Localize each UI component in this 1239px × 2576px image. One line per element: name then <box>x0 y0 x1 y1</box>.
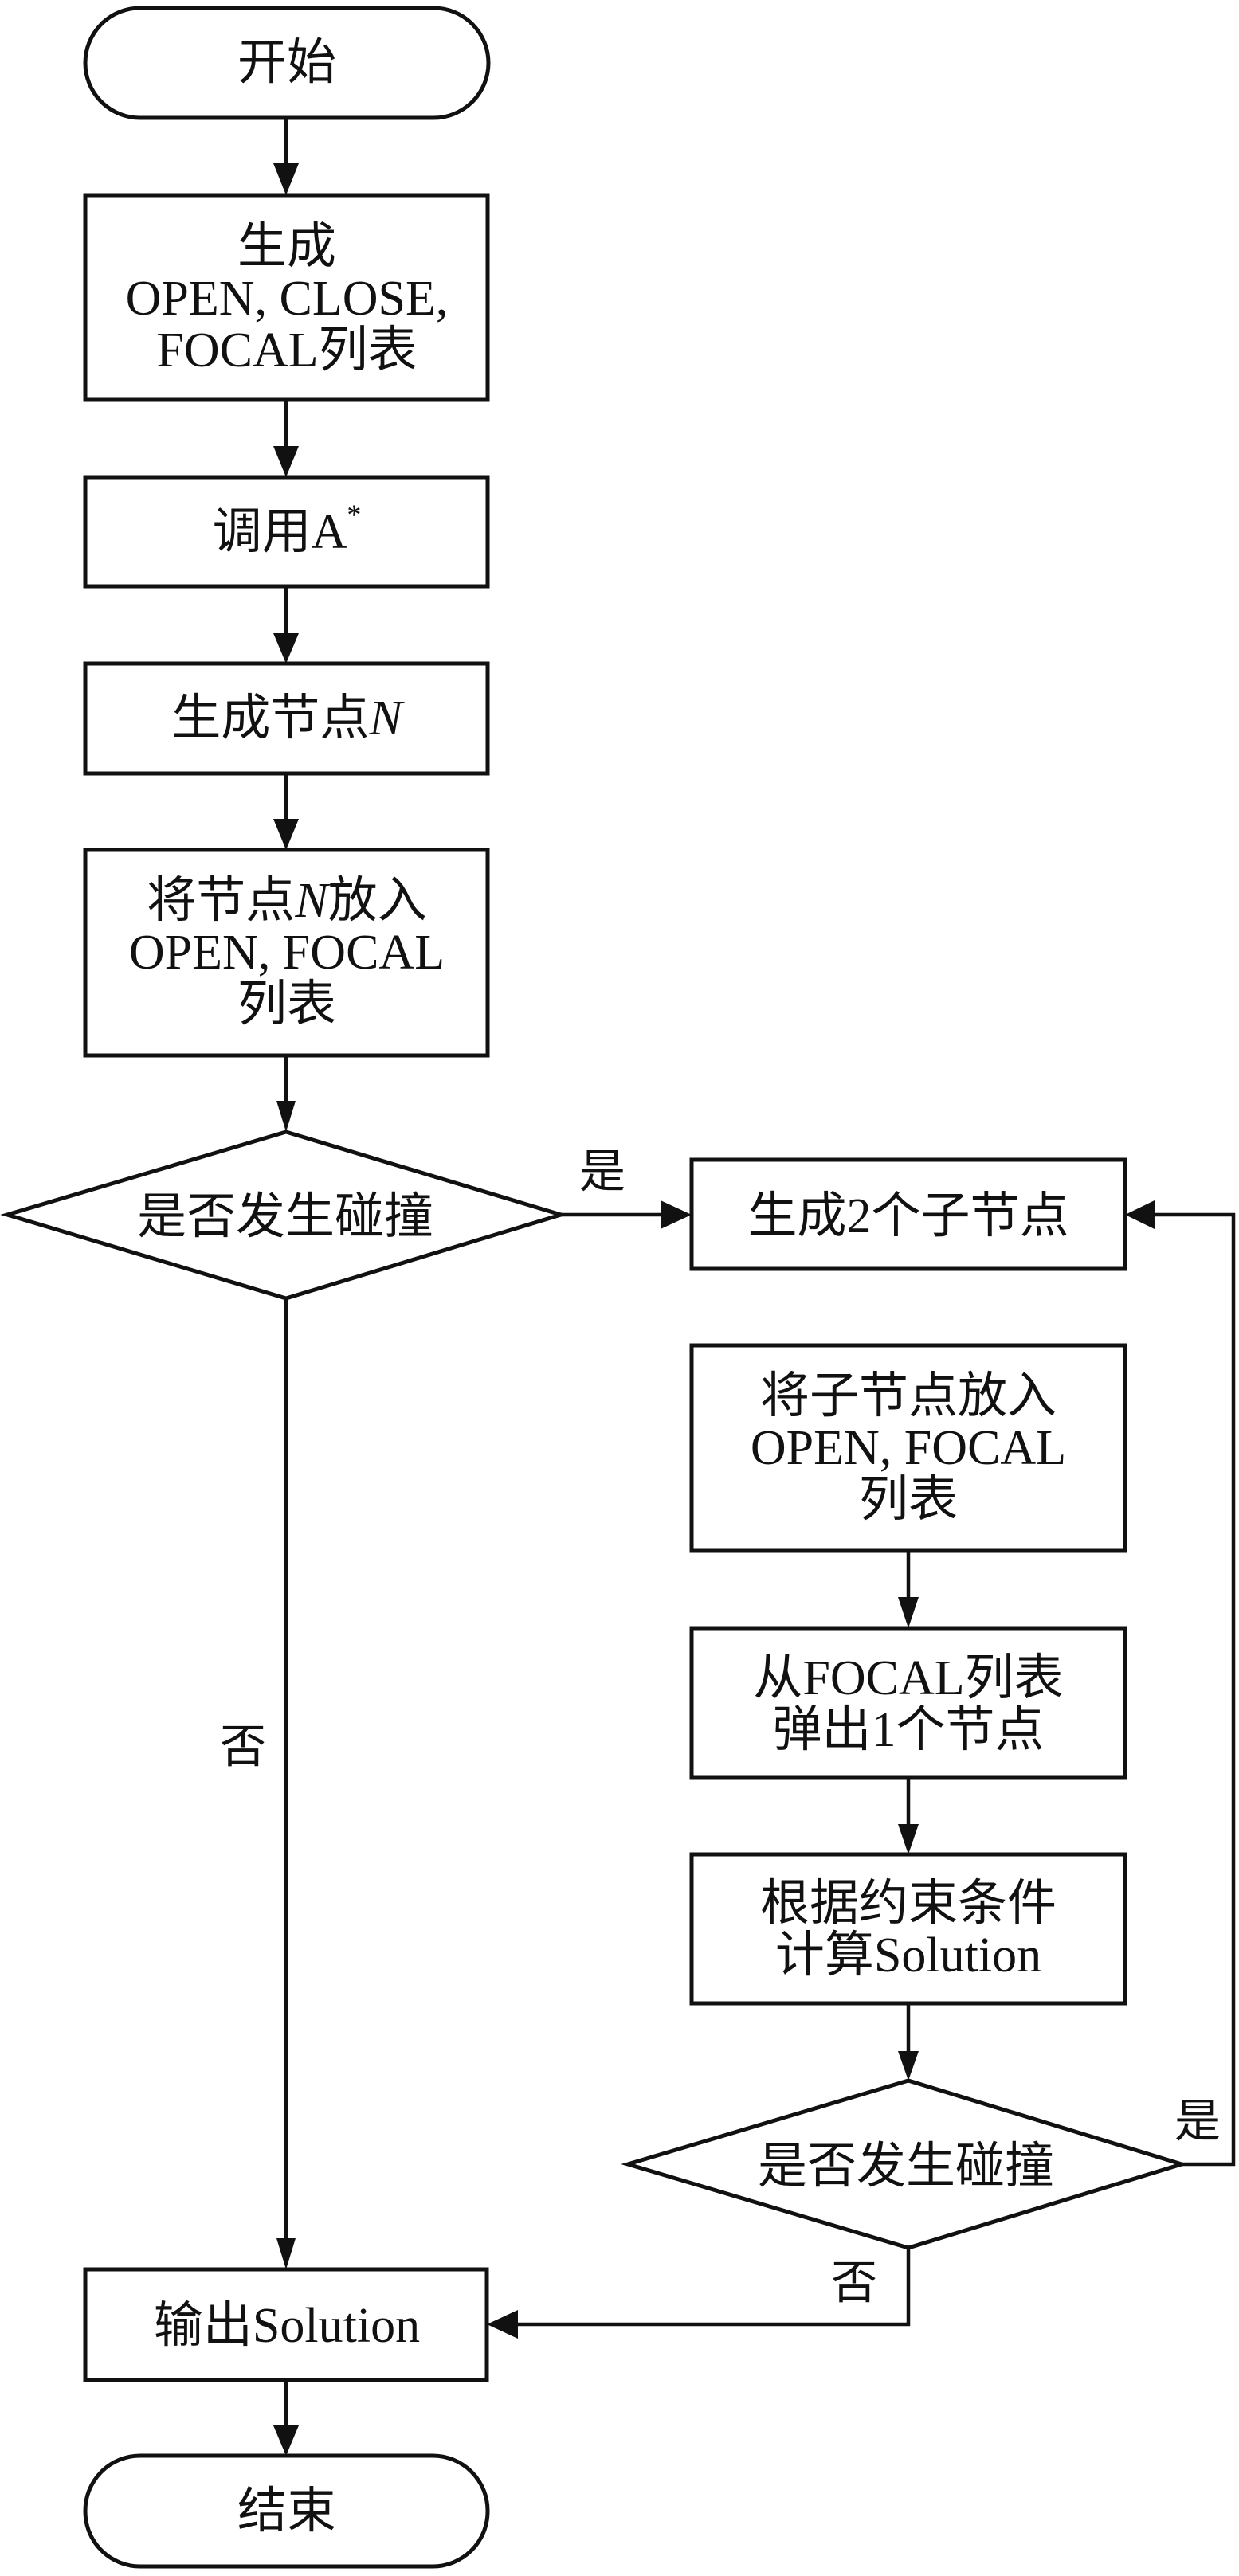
node-put-node: 将节点N放入 OPEN, FOCAL 列表 <box>83 848 490 1058</box>
arrowhead-down <box>276 2238 296 2269</box>
node-label: 生成2个子节点 <box>747 1189 1068 1243</box>
node-label: 调用A* <box>213 499 362 559</box>
arrowhead-left <box>487 2310 518 2339</box>
arrowhead-down <box>273 2425 299 2456</box>
node-label: 结束 <box>237 2484 336 2539</box>
arrowhead-left <box>1125 1200 1155 1229</box>
connectors <box>273 118 1236 2456</box>
edge-collision2-no <box>510 2248 911 2327</box>
node-label-line: 根据约束条件 <box>760 1877 1057 1931</box>
process-shape <box>83 193 490 402</box>
node-start: 开始 <box>83 6 491 120</box>
node-label-line: 将子节点放入 <box>760 1369 1057 1423</box>
node-compute-solution: 根据约束条件 计算Solution <box>689 1852 1127 2006</box>
process-shape <box>83 475 490 589</box>
node-pop-focal: 从FOCAL列表 弹出1个节点 <box>689 1626 1127 1780</box>
node-label-line: 生成 <box>237 220 336 274</box>
label-post: 放入 <box>328 874 427 928</box>
node-label: 开始 <box>237 36 336 90</box>
process-shape <box>689 1626 1127 1780</box>
arrowhead-down <box>276 1101 296 1132</box>
label-main: 调用A <box>213 505 347 559</box>
process-shape <box>689 1852 1127 2006</box>
node-label-line: OPEN, FOCAL <box>129 926 445 980</box>
edge-label-yes-2: 是 <box>1174 2096 1221 2147</box>
process-shape <box>83 661 490 776</box>
process-shape <box>689 1343 1127 1553</box>
node-call-astar: 调用A* <box>83 475 490 589</box>
edge-collision2-yes-loop <box>1147 1212 1236 2167</box>
label-variable: N <box>368 691 405 746</box>
arrowhead-down <box>273 633 299 664</box>
node-label-line: OPEN, FOCAL <box>751 1421 1066 1475</box>
node-gen-node: 生成节点N <box>83 661 490 776</box>
arrowhead-down <box>273 163 299 195</box>
label-main: 生成节点 <box>171 691 369 746</box>
label-pre: 将节点 <box>147 874 295 928</box>
arrowhead-down <box>273 819 299 850</box>
process-shape <box>83 2267 489 2382</box>
node-end: 结束 <box>83 2453 490 2569</box>
node-label: 是否发生碰撞 <box>137 1190 433 1244</box>
arrowhead-down <box>898 2051 919 2081</box>
process-shape <box>83 848 490 1058</box>
terminal-shape <box>83 2453 490 2569</box>
decision-shape <box>621 2078 1189 2250</box>
node-collision-check-2: 是否发生碰撞 <box>621 2078 1189 2250</box>
node-label: 输出Solution <box>154 2299 420 2353</box>
node-label-line: OPEN, CLOSE, <box>126 272 449 326</box>
label-superscript: * <box>347 499 361 530</box>
node-label: 生成节点N <box>171 691 405 746</box>
node-label-line: 弹出1个节点 <box>772 1703 1044 1757</box>
node-init-lists: 生成 OPEN, CLOSE, FOCAL列表 <box>83 193 490 402</box>
edge-label-no-1: 否 <box>220 1721 266 1773</box>
process-shape <box>689 1157 1127 1271</box>
node-label-line: 列表 <box>237 977 336 1032</box>
node-gen-children: 生成2个子节点 <box>689 1157 1127 1271</box>
arrowhead-down <box>898 1824 919 1854</box>
arrowhead-down <box>898 1597 919 1628</box>
node-label-line: 从FOCAL列表 <box>753 1651 1063 1705</box>
node-label-line: 计算Solution <box>775 1928 1041 1983</box>
label-variable: N <box>294 874 331 928</box>
node-collision-check-1: 是否发生碰撞 <box>0 1129 568 1301</box>
node-label-line: FOCAL列表 <box>156 323 417 378</box>
edge-label-yes-1: 是 <box>579 1146 625 1198</box>
arrowhead-down <box>273 446 299 477</box>
edge-label-no-2: 否 <box>831 2257 877 2309</box>
node-label-line: 列表 <box>859 1473 958 1527</box>
node-label-line: 将节点N放入 <box>147 874 426 928</box>
arrowhead-right <box>661 1200 692 1229</box>
node-output-solution: 输出Solution <box>83 2267 489 2382</box>
decision-shape <box>0 1129 568 1301</box>
terminal-shape <box>83 6 491 120</box>
node-put-children: 将子节点放入 OPEN, FOCAL 列表 <box>689 1343 1127 1553</box>
node-label: 是否发生碰撞 <box>758 2139 1054 2194</box>
